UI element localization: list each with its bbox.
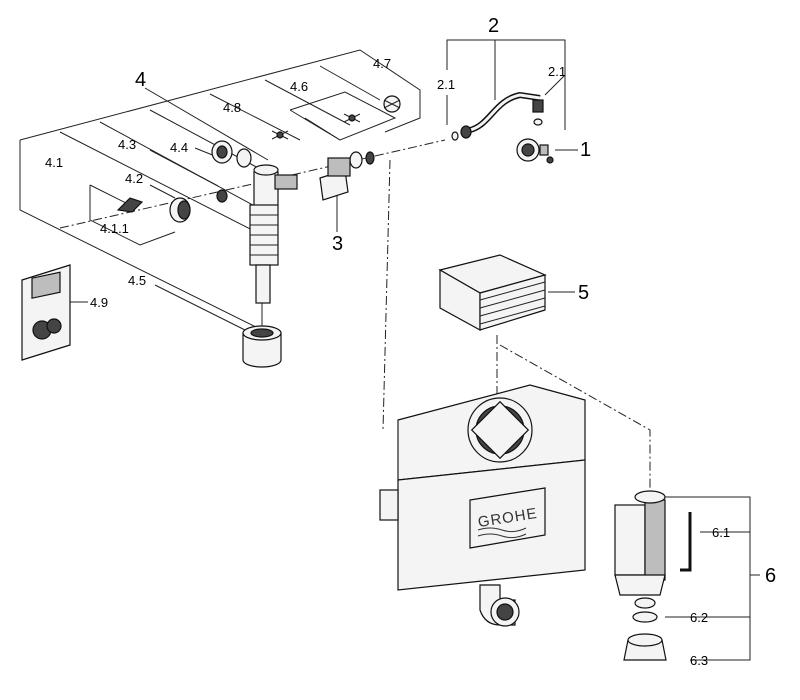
label-6-1: 6.1 — [712, 525, 730, 540]
flush-valve — [614, 490, 692, 661]
label-4-9: 4.9 — [90, 295, 108, 310]
label-6-3: 6.3 — [690, 653, 708, 668]
angle-valve — [516, 138, 554, 164]
insulation-block — [438, 254, 547, 332]
label-4-7: 4.7 — [373, 56, 391, 71]
label-4: 4 — [135, 69, 146, 91]
assembly-lines — [59, 139, 651, 490]
label-2-1-left: 2.1 — [437, 77, 455, 92]
leader-lines — [19, 39, 760, 661]
label-4-1-1: 4.1.1 — [100, 221, 129, 236]
label-3: 3 — [332, 233, 343, 255]
label-4-6: 4.6 — [290, 79, 308, 94]
label-4-5: 4.5 — [128, 273, 146, 288]
label-2: 2 — [488, 15, 499, 37]
label-4-3: 4.3 — [118, 137, 136, 152]
label-2-1-right: 2.1 — [548, 64, 566, 79]
label-5: 5 — [578, 282, 589, 304]
fill-valve — [249, 164, 298, 304]
label-1: 1 — [580, 139, 591, 161]
label-4-1: 4.1 — [45, 155, 63, 170]
label-4-8: 4.8 — [223, 100, 241, 115]
label-6: 6 — [765, 565, 776, 587]
label-4-2: 4.2 — [125, 171, 143, 186]
cistern: GROHE — [379, 384, 586, 627]
protective-sleeve — [242, 325, 282, 368]
connection-hose — [451, 91, 544, 141]
valve-small-parts — [116, 95, 401, 223]
label-4-4: 4.4 — [170, 140, 188, 155]
seal-kit-pack — [21, 264, 71, 361]
mounting-bracket — [319, 157, 351, 201]
part-labels: 1 2 2.1 2.1 3 4 4.1 4.1.1 4.2 4.3 4.4 4.… — [45, 15, 776, 668]
label-6-2: 6.2 — [690, 610, 708, 625]
